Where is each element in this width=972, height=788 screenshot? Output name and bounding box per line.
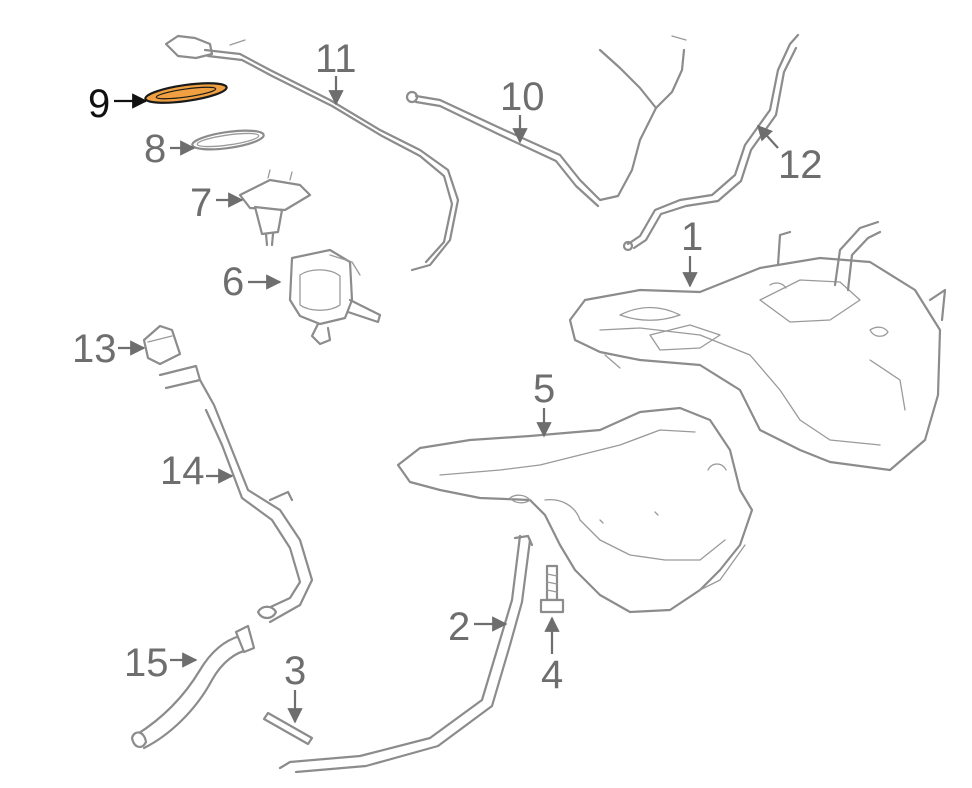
callout-label-4: 4 [541,653,563,697]
callout-12: 12 [756,124,823,187]
callout-5: 5 [533,367,555,438]
strap-bolt-3[interactable] [262,711,314,746]
callout-label-1: 1 [681,215,703,259]
callout-3: 3 [284,649,306,724]
callout-7: 7 [190,181,244,225]
gasket-ring[interactable] [191,127,265,153]
callout-8: 8 [144,127,196,171]
fuel-tank[interactable] [568,220,947,472]
callout-label-5: 5 [533,367,555,411]
callout-label-8: 8 [144,127,166,171]
filler-hose[interactable] [130,624,256,750]
callout-label-6: 6 [222,260,244,304]
fuel-line-10[interactable] [405,35,687,208]
wiring-harness-11[interactable] [164,34,460,272]
callout-13: 13 [72,327,146,371]
callout-4: 4 [541,616,563,697]
callout-label-14: 14 [160,449,205,493]
callout-15: 15 [124,641,198,685]
filler-cap[interactable] [142,324,182,366]
callout-label-13: 13 [72,327,117,371]
callout-label-2: 2 [448,605,470,649]
callout-14: 14 [160,449,234,493]
callout-label-12: 12 [778,143,823,187]
filler-pipe[interactable] [158,364,314,624]
fuel-pump-module[interactable] [288,248,382,346]
callout-label-11: 11 [315,37,357,81]
callout-label-10: 10 [500,75,545,119]
pump-carrier[interactable] [238,169,312,247]
callout-label-3: 3 [284,649,306,693]
strap-bolt-4[interactable] [539,564,565,614]
seal-highlighted[interactable] [144,79,228,106]
vapor-line-12[interactable] [622,33,800,252]
callout-label-9: 9 [88,82,110,126]
callout-10: 10 [500,75,545,144]
callout-9: 9 [88,82,148,126]
callout-11: 11 [315,37,357,106]
tank-strap[interactable] [278,534,534,774]
callout-label-15: 15 [124,641,169,685]
callout-6: 6 [222,260,282,304]
callout-label-7: 7 [190,181,212,225]
callout-1: 1 [681,215,703,288]
heat-shield[interactable] [396,406,754,614]
callout-2: 2 [448,605,508,649]
